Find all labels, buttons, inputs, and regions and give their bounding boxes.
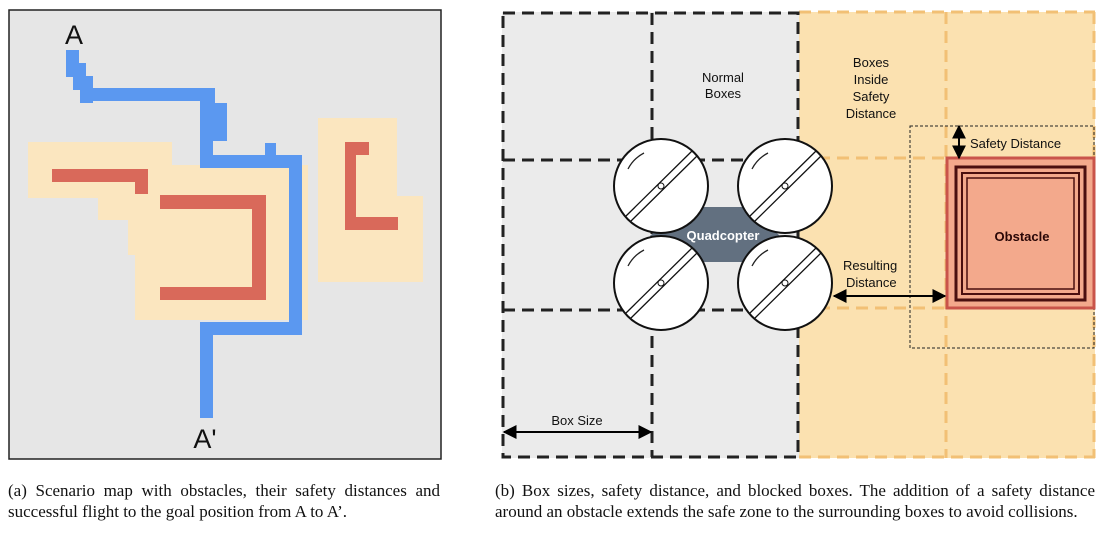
path-segment <box>200 88 215 136</box>
path-segment <box>80 88 215 101</box>
obstacle-block: Obstacle <box>945 156 1096 310</box>
caption-a: (a) Scenario map with obstacles, their s… <box>8 481 440 521</box>
goal-label: A' <box>193 424 216 454</box>
safety-zone-left <box>28 142 308 320</box>
box-size-label: Box Size <box>551 413 602 428</box>
obstacle-bar <box>135 169 148 194</box>
obstacle-bar <box>160 195 266 209</box>
quadcopter: Quadcopter <box>613 138 833 331</box>
path-segment <box>200 322 213 418</box>
scenario-map: A A' <box>8 9 442 460</box>
svg-text:Normal: Normal <box>702 70 744 85</box>
svg-text:Distance: Distance <box>846 106 897 121</box>
box-diagram: Obstacle <box>501 10 1096 459</box>
propeller <box>737 235 833 331</box>
obstacle-label: Obstacle <box>995 229 1050 244</box>
safety-grid <box>799 10 1096 459</box>
inside-safety-label: Boxes Inside Safety Distance <box>846 55 897 121</box>
path-segment <box>265 143 276 161</box>
propeller <box>613 138 709 234</box>
start-label: A <box>65 20 83 50</box>
svg-text:Safety: Safety <box>853 89 890 104</box>
safety-distance-label: Safety Distance <box>970 136 1061 151</box>
path-segment <box>213 103 227 141</box>
path-segment <box>200 322 302 335</box>
obstacle-bar <box>345 217 398 230</box>
propeller <box>613 235 709 331</box>
obstacle-bar <box>252 195 266 300</box>
normal-boxes-label: Normal Boxes <box>702 70 744 101</box>
path-segment <box>200 155 302 168</box>
svg-text:Resulting: Resulting <box>843 258 897 273</box>
caption-b: (b) Box sizes, safety distance, and bloc… <box>495 481 1095 521</box>
flight-path <box>66 50 302 418</box>
resulting-distance-label: Resulting Distance <box>843 258 897 290</box>
safety-zones <box>28 118 423 320</box>
svg-text:Distance: Distance <box>846 275 897 290</box>
path-segment <box>289 155 302 333</box>
obstacle-bar <box>52 169 148 182</box>
svg-text:Boxes: Boxes <box>853 55 890 70</box>
quadcopter-label: Quadcopter <box>687 228 760 243</box>
obstacles <box>52 142 398 300</box>
obstacle-bar <box>160 287 266 300</box>
svg-text:Inside: Inside <box>854 72 889 87</box>
svg-text:Boxes: Boxes <box>705 86 742 101</box>
propeller <box>737 138 833 234</box>
normal-grid <box>501 11 800 459</box>
safety-zone-right <box>318 118 423 282</box>
obstacle-bar <box>345 142 356 230</box>
